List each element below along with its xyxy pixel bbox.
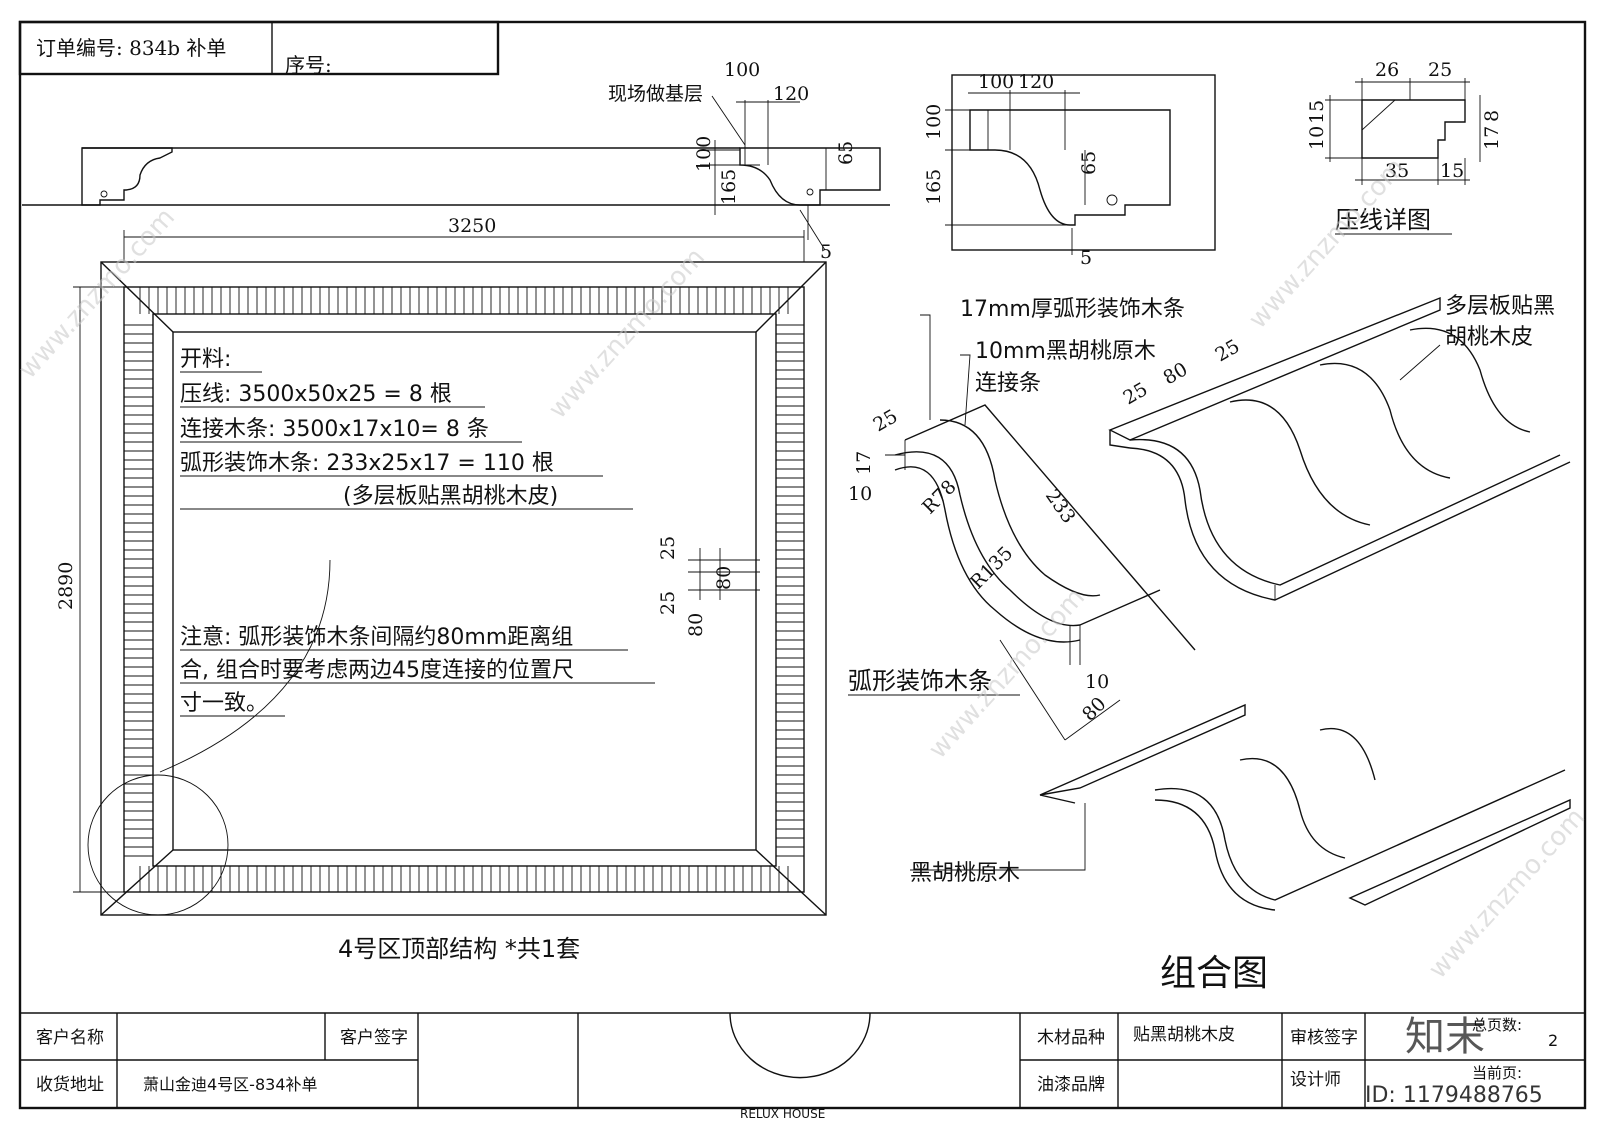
dim-100-vertical: 100 [693,136,715,172]
watermark-site-4: www.znzmo.com [1243,153,1411,335]
dim-100-top: 100 [724,59,760,81]
spacing-80b: 80 [685,613,707,637]
assembly-upper: 25 80 25 多层板贴黑 胡桃木皮 [1108,294,1571,601]
dim-165: 165 [718,169,740,205]
assembly-lower: 黑胡桃原木 组合图 [910,703,1571,994]
pd-dim-25: 25 [1428,59,1452,81]
watermark-brand: 知末 [1405,1014,1485,1060]
profile-detail-title: 压线详图 [1335,206,1431,234]
sd-dim-100-v: 100 [923,104,945,140]
dim-120-top: 120 [773,83,809,105]
arc-strip-ticks [124,287,804,892]
spacing-25a: 25 [657,536,679,560]
sd-dim-120: 120 [1018,71,1054,93]
pd-dim-35: 35 [1385,160,1409,182]
note-arc-strip: 弧形装饰木条: 233x25x17 = 110 根 [180,451,554,476]
arc-detail-caption: 弧形装饰木条 [848,667,992,695]
overall-dimensions: 3250 2890 [55,215,805,893]
address-value: 萧山金迪4号区-834补单 [143,1075,318,1094]
total-pages-label: 总页数: [1472,1016,1522,1034]
sd-dim-100: 100 [978,71,1014,93]
note-press-line: 压线: 3500x50x25 = 8 根 [180,382,452,407]
as-dim-25a: 25 [1120,378,1152,409]
current-page-label: 当前页: [1472,1064,1522,1082]
company-name: RELUX HOUSE [740,1107,825,1121]
address-label: 收货地址 [36,1075,104,1095]
multi-layer-label-2: 胡桃木皮 [1445,325,1533,350]
customer-sign-label: 客户签字 [340,1028,408,1048]
header-box [18,20,500,76]
wood-type-label: 木材品种 [1037,1028,1105,1048]
ad-radius-135: R135 [966,542,1017,593]
ad-dim-10b: 10 [1085,671,1109,693]
section-detail: 100 120 100 165 65 5 [923,71,1216,269]
note-connect-strip: 连接木条: 3500x17x10= 8 条 [180,417,489,442]
ad-dim-80: 80 [1078,693,1111,726]
order-number: 订单编号: 834b 补单 [36,36,226,60]
title-block: 客户名称 客户签字 收货地址 萧山金迪4号区-834补单 木材品种 贴黑胡桃木皮… [20,1012,1585,1121]
designer-label: 设计师 [1290,1070,1341,1090]
ad-dim-17: 17 [853,451,875,475]
dim-65: 65 [835,141,857,165]
top-section-profile: 现场做基层 100 120 100 165 65 5 [22,59,890,263]
review-label: 审核签字 [1290,1028,1358,1048]
ad-radius-78: R78 [918,476,961,519]
plan-caption: 4号区顶部结构 *共1套 [338,935,580,963]
material-notes: 开料: 压线: 3500x50x25 = 8 根 连接木条: 3500x17x1… [180,347,655,717]
pd-dim-8: 8 [1481,110,1503,122]
watermark-site-5: www.znzmo.com [1423,803,1591,985]
assembly-title: 组合图 [1160,953,1268,994]
wood-type-value: 贴黑胡桃木皮 [1133,1025,1235,1045]
dim-5: 5 [820,241,832,263]
total-pages-value: 2 [1548,1031,1558,1050]
spacing-25b: 25 [657,591,679,615]
strip-spacing-dims: 25 80 25 80 [657,536,760,637]
pd-dim-26: 26 [1375,59,1399,81]
pd-dim-15b: 15 [1440,160,1464,182]
corner-detail-circle [87,774,229,916]
watermark-site-2: www.znzmo.com [543,243,711,425]
pd-dim-15a: 15 [1306,100,1328,124]
ad-dim-233: 233 [1041,485,1080,527]
watermark-id: ID: 1179488765 [1365,1083,1543,1108]
as-dim-80: 80 [1160,358,1192,389]
pd-dim-10: 10 [1306,126,1328,150]
spacing-80a: 80 [713,566,735,590]
note-veneer: (多层板贴黑胡桃木皮) [343,484,558,509]
label-connect-strip: 连接条 [975,371,1041,396]
warning-line-2: 合, 组合时要考虑两边45度连接的位置尺 [180,658,574,683]
width-dimension: 3250 [448,215,496,237]
as-dim-25b: 25 [1212,335,1244,366]
label-17mm-strip: 17mm厚弧形装饰木条 [960,297,1185,322]
profile-detail: 26 25 10 15 17 8 35 15 压线详图 [1306,59,1503,235]
height-dimension: 2890 [55,562,77,610]
notes-heading: 开料: [180,347,231,372]
sequence-number: 序号: [285,53,332,77]
label-10mm-walnut: 10mm黑胡桃原木 [975,339,1156,364]
customer-name-label: 客户名称 [36,1028,104,1048]
sd-dim-165: 165 [923,169,945,205]
inner-panel [172,331,757,851]
pd-dim-17: 17 [1481,126,1503,150]
watermark-site-1: www.znzmo.com [13,203,181,385]
warning-line-3: 寸一致。 [180,691,268,716]
sd-dim-5: 5 [1080,247,1092,269]
ad-dim-10: 10 [848,483,872,505]
ad-dim-25: 25 [870,405,902,436]
base-layer-label: 现场做基层 [608,83,703,105]
outer-frame [100,261,827,916]
sd-dim-65: 65 [1078,151,1100,175]
multi-layer-label-1: 多层板贴黑 [1445,294,1555,319]
sheet-border [18,20,1587,1110]
walnut-label: 黑胡桃原木 [910,861,1020,886]
warning-line-1: 注意: 弧形装饰木条间隔约80mm距离组 [180,625,573,650]
paint-label: 油漆品牌 [1037,1075,1105,1095]
